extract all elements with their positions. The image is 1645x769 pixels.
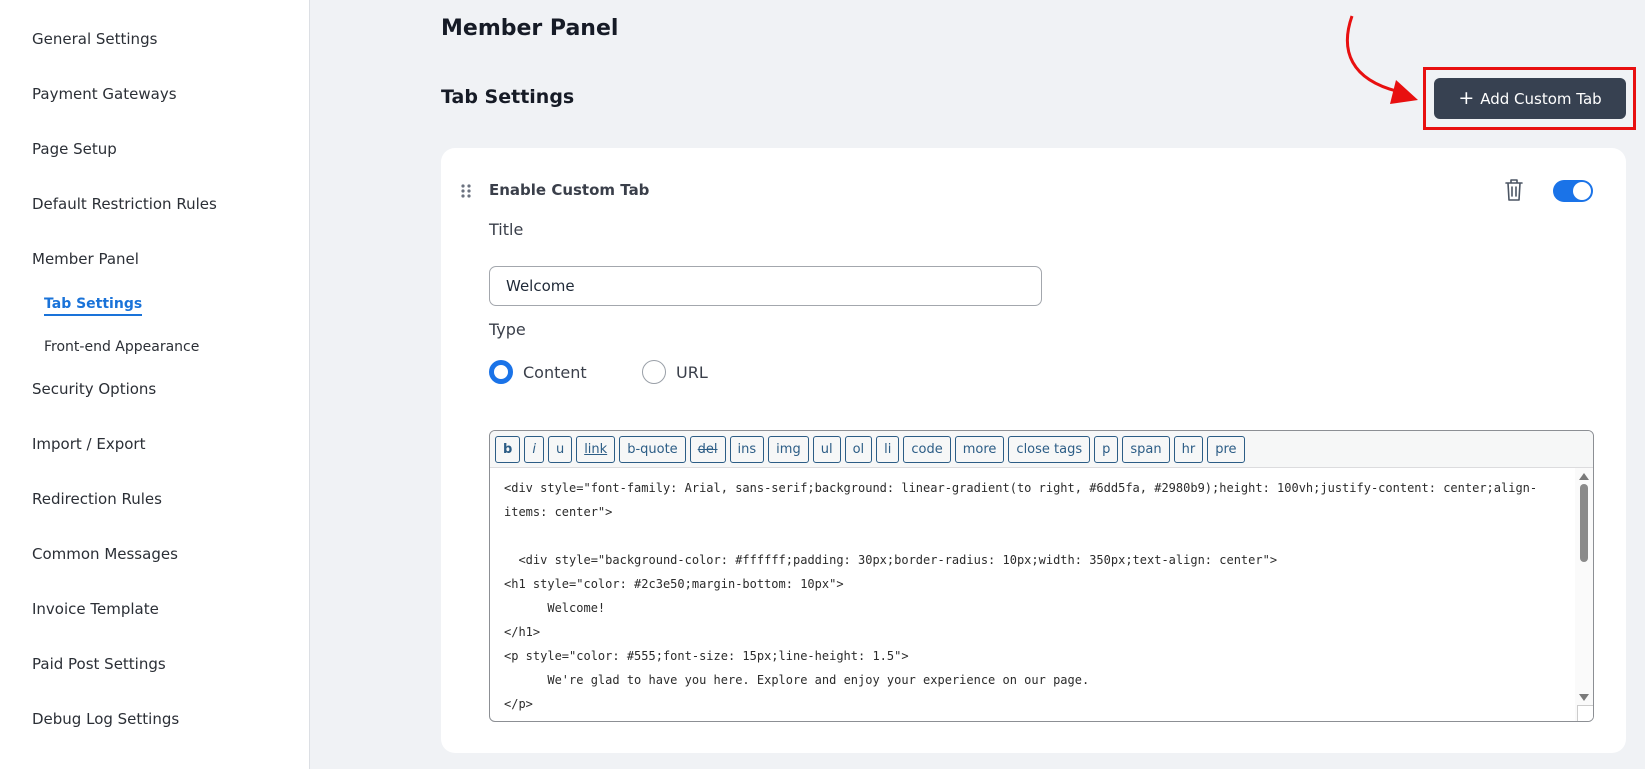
page-title: Member Panel — [441, 16, 619, 41]
qt-underline-button[interactable]: u — [547, 435, 573, 463]
sidebar-item-general-settings[interactable]: General Settings — [32, 30, 158, 48]
sidebar-item-common-messages[interactable]: Common Messages — [32, 545, 178, 563]
sidebar-item-debug-log-settings[interactable]: Debug Log Settings — [32, 710, 180, 728]
qt-del-button[interactable]: del — [689, 435, 726, 463]
radio-checked-icon — [489, 360, 513, 384]
qt-italic-button[interactable]: i — [524, 435, 544, 463]
qt-bold-button[interactable]: b — [495, 435, 521, 463]
sidebar-item-invoice-template[interactable]: Invoice Template — [32, 600, 159, 618]
sidebar-subitem-front-end-appearance[interactable]: Front-end Appearance — [44, 339, 200, 355]
sidebar-item-page-setup[interactable]: Page Setup — [32, 140, 117, 158]
html-editor: b i u link b-quote del ins img ul ol li … — [489, 430, 1594, 722]
add-custom-tab-label: Add Custom Tab — [1480, 89, 1602, 108]
annotation-highlight-box — [1423, 67, 1636, 130]
quicktags-toolbar: b i u link b-quote del ins img ul ol li … — [490, 431, 1593, 468]
title-field-label: Title — [489, 220, 524, 239]
sidebar-item-paid-post-settings[interactable]: Paid Post Settings — [32, 655, 166, 673]
qt-span-button[interactable]: span — [1122, 435, 1170, 463]
qt-blockquote-button[interactable]: b-quote — [619, 435, 686, 463]
settings-sidebar: General Settings Payment Gateways Page S… — [0, 0, 310, 769]
plus-icon: + — [1458, 87, 1475, 109]
sidebar-item-redirection-rules[interactable]: Redirection Rules — [32, 490, 162, 508]
sidebar-item-default-restriction-rules[interactable]: Default Restriction Rules — [32, 195, 217, 213]
qt-p-button[interactable]: p — [1094, 435, 1119, 463]
qt-ol-button[interactable]: ol — [844, 435, 873, 463]
radio-unchecked-icon — [642, 360, 666, 384]
qt-ins-button[interactable]: ins — [729, 435, 765, 463]
qt-more-button[interactable]: more — [954, 435, 1005, 463]
annotation-arrow-icon — [1345, 15, 1418, 104]
title-input[interactable] — [489, 266, 1042, 306]
qt-link-button[interactable]: link — [576, 435, 616, 463]
type-radio-url[interactable]: URL — [642, 360, 708, 384]
type-field-label: Type — [489, 320, 526, 339]
drag-handle-icon[interactable] — [461, 184, 471, 198]
scrollbar-thumb[interactable] — [1580, 484, 1588, 562]
enable-custom-tab-toggle[interactable] — [1553, 180, 1593, 202]
qt-pre-button[interactable]: pre — [1207, 435, 1245, 463]
resize-grip-icon[interactable] — [1577, 705, 1593, 721]
qt-ul-button[interactable]: ul — [812, 435, 841, 463]
qt-img-button[interactable]: img — [768, 435, 809, 463]
editor-scrollbar[interactable] — [1575, 468, 1593, 721]
scroll-up-arrow-icon[interactable] — [1579, 473, 1589, 480]
scroll-down-arrow-icon[interactable] — [1579, 694, 1589, 701]
sidebar-item-payment-gateways[interactable]: Payment Gateways — [32, 85, 177, 103]
card-title: Enable Custom Tab — [489, 181, 650, 199]
sidebar-subitem-tab-settings[interactable]: Tab Settings — [44, 296, 143, 316]
radio-label: Content — [523, 362, 587, 382]
sidebar-item-security-options[interactable]: Security Options — [32, 380, 157, 398]
add-custom-tab-button[interactable]: + Add Custom Tab — [1434, 78, 1626, 119]
sidebar-item-member-panel[interactable]: Member Panel — [32, 250, 139, 268]
qt-hr-button[interactable]: hr — [1173, 435, 1204, 463]
code-textarea[interactable]: <div style="font-family: Arial, sans-ser… — [504, 481, 1538, 711]
section-title: Tab Settings — [441, 86, 575, 108]
qt-li-button[interactable]: li — [876, 435, 900, 463]
qt-close-tags-button[interactable]: close tags — [1008, 435, 1091, 463]
type-radio-content[interactable]: Content — [489, 360, 587, 384]
trash-icon[interactable] — [1504, 178, 1524, 202]
toggle-knob — [1573, 182, 1591, 200]
sidebar-item-import-export[interactable]: Import / Export — [32, 435, 146, 453]
custom-tab-card: Enable Custom Tab Title Type Content URL… — [441, 148, 1626, 753]
qt-code-button[interactable]: code — [903, 435, 951, 463]
radio-label: URL — [676, 362, 708, 382]
